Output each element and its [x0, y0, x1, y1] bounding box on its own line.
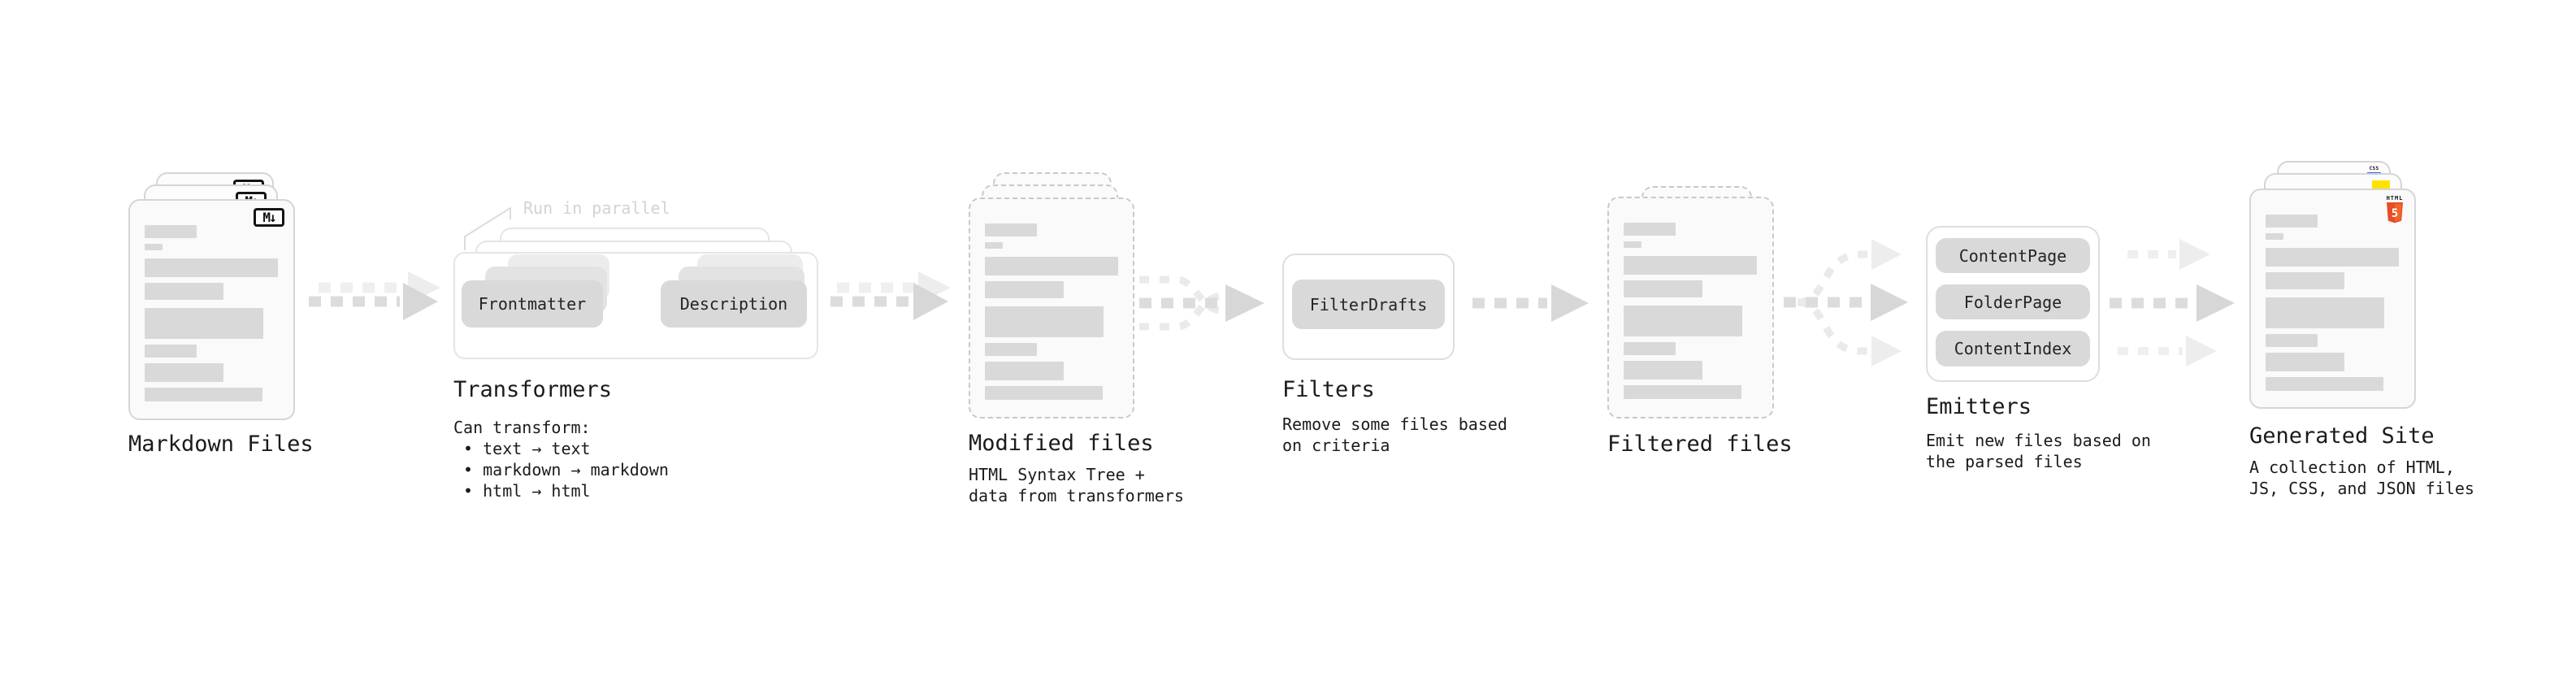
arrow-filters-to-filtered	[1472, 284, 1589, 322]
contentpage-pill: ContentPage	[1936, 238, 2090, 273]
folderpage-pill: FolderPage	[1936, 284, 2090, 319]
document-text-lines	[130, 201, 293, 407]
text-line-bar	[145, 283, 223, 300]
frontmatter-pill: Frontmatter	[462, 280, 603, 327]
document-text-lines	[1609, 198, 1772, 405]
contentindex-pill: ContentIndex	[1936, 331, 2090, 367]
html5-icon: HTML 5	[2384, 195, 2405, 227]
text-line-bar	[985, 281, 1064, 298]
text-line-bar	[985, 223, 1037, 236]
text-line-bar	[145, 225, 197, 238]
text-line-bar	[145, 244, 163, 250]
modified-files-title: Modified files	[969, 431, 1154, 456]
filters-description: Remove some files based on criteria	[1282, 414, 1507, 455]
arrow-modified-to-filters	[1139, 275, 1264, 331]
emitters-description: Emit new files based on the parsed files	[1926, 431, 2151, 471]
text-line-bar	[985, 257, 1118, 275]
text-line-bar	[1624, 223, 1676, 236]
text-line-bar	[145, 308, 263, 339]
modified-file-card	[969, 197, 1134, 419]
text-line-bar	[2266, 215, 2318, 228]
text-line-bar	[985, 386, 1103, 400]
text-line-bar	[2266, 377, 2383, 391]
arrow-transformers-to-modified	[830, 271, 951, 320]
svg-text:5: 5	[2392, 207, 2398, 220]
markdown-file-card: M↓	[128, 199, 295, 420]
text-line-bar	[2266, 353, 2344, 371]
html5-shield: 5	[2387, 202, 2403, 223]
generated-site-description: A collection of HTML, JS, CSS, and JSON …	[2249, 458, 2474, 498]
text-line-bar	[985, 306, 1104, 337]
description-pill: Description	[661, 280, 807, 327]
emitters-title: Emitters	[1926, 394, 2032, 419]
text-line-bar	[1624, 241, 1641, 248]
filters-title: Filters	[1282, 377, 1375, 402]
arrow-emitters-to-generated	[2110, 239, 2235, 367]
text-line-bar	[1624, 256, 1757, 275]
filterdrafts-pill: FilterDrafts	[1292, 280, 1445, 329]
text-line-bar	[145, 388, 262, 401]
text-line-bar	[985, 362, 1064, 380]
text-line-bar	[2266, 272, 2344, 289]
document-text-lines	[2251, 190, 2414, 397]
modified-files-description: HTML Syntax Tree + data from transformer…	[969, 465, 1184, 505]
text-line-bar	[1624, 385, 1741, 399]
filtered-file-card	[1607, 197, 1774, 419]
javascript-icon	[2372, 180, 2390, 190]
text-line-bar	[1624, 306, 1742, 336]
transformers-title: Transformers	[453, 377, 613, 402]
text-line-bar	[145, 258, 278, 277]
filtered-files-title: Filtered files	[1607, 432, 1793, 457]
arrow-filtered-to-emitters	[1784, 239, 1908, 367]
text-line-bar	[145, 345, 197, 358]
generated-site-title: Generated Site	[2249, 423, 2435, 449]
text-line-bar	[2266, 233, 2283, 240]
text-line-bar	[2266, 334, 2318, 347]
transformers-description: Can transform: • text → text • markdown …	[453, 418, 669, 501]
arrow-markdown-to-transformers	[309, 271, 440, 320]
text-line-bar	[985, 242, 1003, 249]
markdown-files-title: Markdown Files	[128, 432, 314, 457]
text-line-bar	[985, 343, 1037, 356]
run-in-parallel-annotation: Run in parallel	[523, 198, 670, 218]
text-line-bar	[1624, 361, 1702, 380]
text-line-bar	[2266, 248, 2399, 267]
markdown-icon: M↓	[254, 208, 284, 227]
document-text-lines	[970, 199, 1133, 406]
text-line-bar	[2266, 297, 2384, 328]
text-line-bar	[1624, 342, 1676, 355]
text-line-bar	[1624, 280, 1702, 297]
text-line-bar	[145, 363, 223, 382]
generated-file-card-html: HTML 5	[2249, 189, 2416, 409]
